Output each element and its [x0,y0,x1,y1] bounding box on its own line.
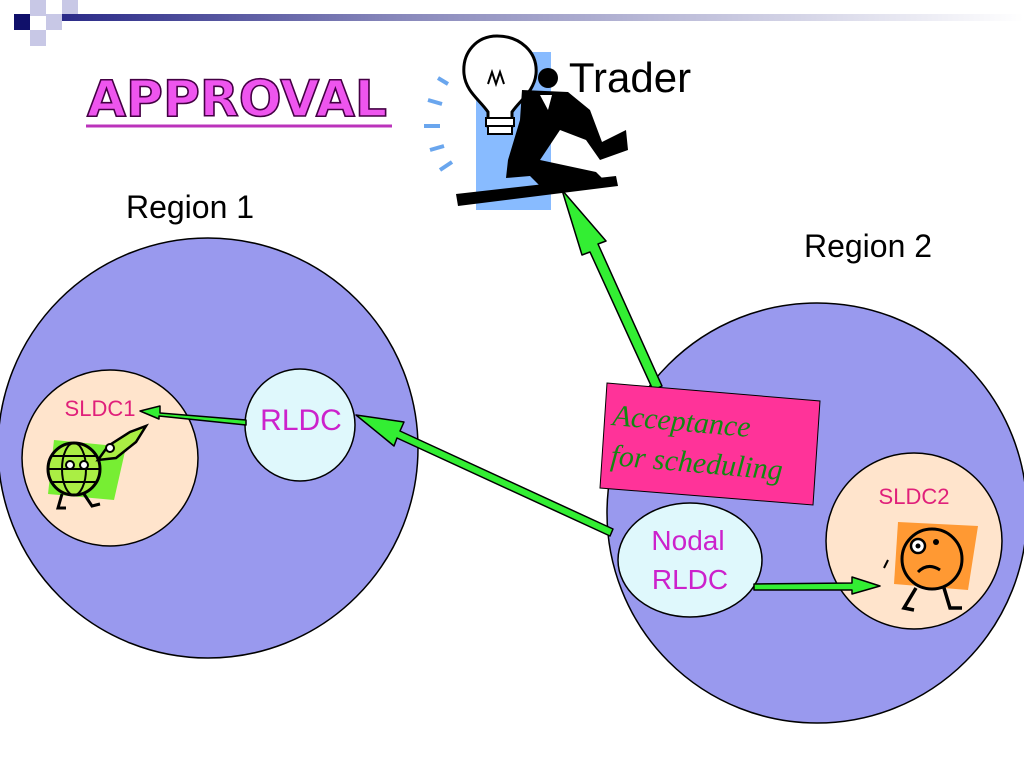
region1-label: Region 1 [126,189,254,225]
region2-label: Region 2 [804,228,932,264]
rldc-label: RLDC [260,404,342,437]
arrow-rldc-to-sldc1 [139,405,247,426]
square-pattern-icon [14,0,78,46]
worried-face-character-icon [883,522,978,612]
globe-character-icon [46,423,150,510]
header-bar [62,14,1024,21]
sldc2-label: SLDC2 [879,484,950,509]
arrow-nodal-to-rldc [355,414,614,537]
trader-label: Trader [569,54,691,101]
acceptance-box: Acceptance for scheduling [599,382,821,506]
nodal-rldc-label-line1: Nodal [651,525,724,556]
nodal-rldc-node [617,502,763,618]
nodal-rldc-label-line2: RLDC [652,564,728,595]
page-title: APPROVAL [87,70,387,128]
sldc1-label: SLDC1 [65,396,136,421]
arrow-nodal-to-sldc2 [753,576,881,595]
businessman-lightbulb-icon [424,34,628,210]
arrow-nodal-to-trader [561,189,663,391]
